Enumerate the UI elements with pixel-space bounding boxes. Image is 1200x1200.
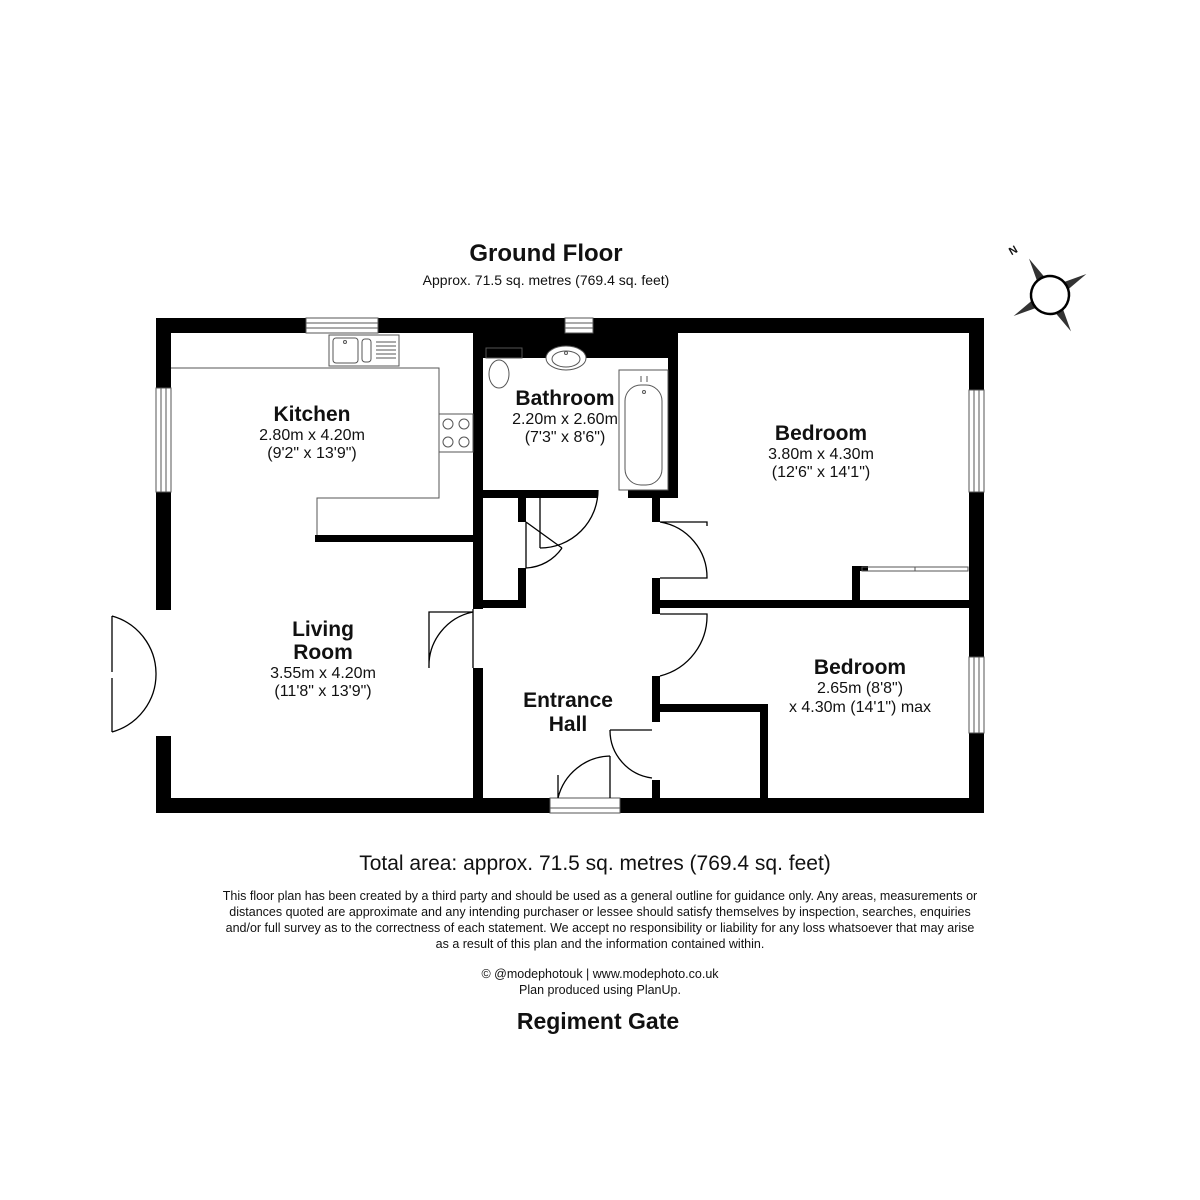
living-door xyxy=(428,609,474,669)
living-metric: 3.55m x 4.20m xyxy=(270,665,376,682)
kitchen-imperial: (9'2" x 13'9") xyxy=(267,445,357,462)
bathroom-imperial: (7'3" x 8'6") xyxy=(525,429,606,446)
bathroom-metric: 2.20m x 2.60m xyxy=(512,411,618,428)
front-door-frame xyxy=(549,797,621,814)
kitchen-units xyxy=(171,334,474,535)
bedroom2-door xyxy=(659,613,708,677)
bath-icon xyxy=(618,369,669,491)
bedroom2-window xyxy=(968,656,985,734)
living-label-line1: Living xyxy=(292,618,354,641)
interior-walls xyxy=(315,333,969,798)
toilet-icon xyxy=(485,347,523,389)
bedroom2-imperial: x 4.30m (14'1") max xyxy=(789,699,931,716)
floor-title: Ground Floor xyxy=(469,240,623,267)
hall-cupboard-door xyxy=(609,729,653,779)
wardrobe xyxy=(861,566,969,572)
windows xyxy=(155,317,985,814)
living-label-line2: Room xyxy=(293,641,353,664)
compass-north-label: N xyxy=(1007,244,1020,258)
bathroom-fixtures xyxy=(485,345,669,491)
hob-icon xyxy=(438,413,474,453)
cupboard-door xyxy=(525,521,563,569)
sink-icon xyxy=(328,334,400,367)
bathroom-window xyxy=(564,317,594,334)
compass-icon xyxy=(1013,258,1087,332)
living-window xyxy=(155,387,172,493)
bedroom2-metric: 2.65m (8'8") xyxy=(817,680,903,697)
bedroom2-label: Bedroom xyxy=(814,656,906,679)
kitchen-metric: 2.80m x 4.20m xyxy=(259,427,365,444)
bedroom1-metric: 3.80m x 4.30m xyxy=(768,446,874,463)
hall-label-line1: Entrance xyxy=(523,689,613,712)
bedroom1-door xyxy=(659,521,708,579)
disclaimer: This floor plan has been created by a th… xyxy=(222,889,978,951)
credit-line1: © @modephotouk | www.modephoto.co.uk xyxy=(481,967,719,981)
total-area: Total area: approx. 71.5 sq. metres (769… xyxy=(359,852,831,875)
credit-line2: Plan produced using PlanUp. xyxy=(519,983,681,997)
bedroom1-window xyxy=(968,389,985,493)
property-name: Regiment Gate xyxy=(516,1008,680,1034)
bathroom-door xyxy=(539,489,599,549)
hall-label-line2: Hall xyxy=(549,713,588,736)
doors xyxy=(111,489,708,799)
basin-icon xyxy=(545,345,587,371)
kitchen-window xyxy=(305,317,379,334)
bedroom1-imperial: (12'6" x 14'1") xyxy=(772,464,870,481)
bedroom1-label: Bedroom xyxy=(775,422,867,445)
living-imperial: (11'8" x 13'9") xyxy=(274,683,371,700)
room-labels: Kitchen 2.80m x 4.20m (9'2" x 13'9") Bat… xyxy=(259,387,931,736)
credit: © @modephotouk | www.modephoto.co.uk Pla… xyxy=(350,966,850,998)
french-doors xyxy=(111,615,157,733)
kitchen-label: Kitchen xyxy=(273,403,350,426)
bathroom-label: Bathroom xyxy=(515,387,614,410)
front-door xyxy=(557,755,611,799)
floor-area: Approx. 71.5 sq. metres (769.4 sq. feet) xyxy=(422,272,670,288)
